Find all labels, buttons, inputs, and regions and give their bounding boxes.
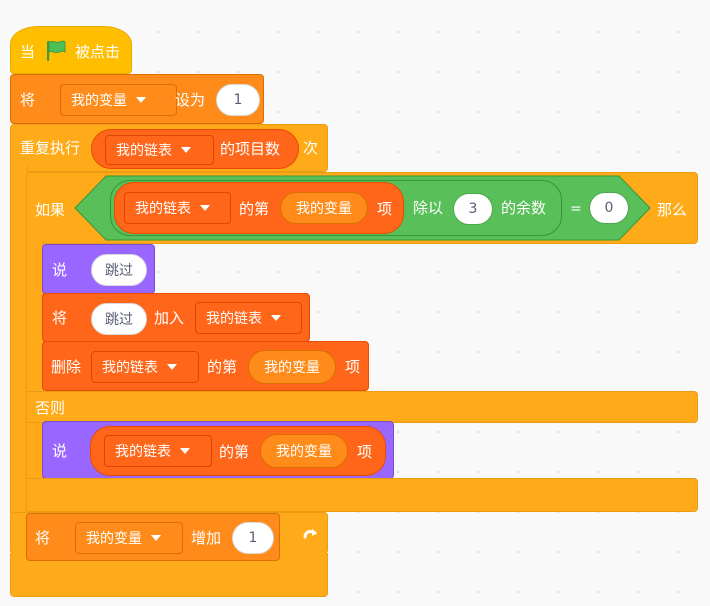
chevron-down-icon <box>151 535 161 541</box>
divisor-input[interactable]: 3 <box>453 193 493 225</box>
repeat-block[interactable]: 重复执行 我的链表 的项目数 次 <box>10 124 328 172</box>
change-variable-name: 我的变量 <box>86 531 142 547</box>
equals-sign: = <box>570 201 582 217</box>
add-list-name: 我的链表 <box>206 311 262 327</box>
item-list-name: 我的链表 <box>135 201 191 217</box>
list-length-reporter[interactable]: 我的链表 的项目数 <box>91 129 299 169</box>
add-item-input[interactable]: 跳过 <box>91 303 147 335</box>
say-text-input[interactable]: 跳过 <box>91 254 147 286</box>
delete-item-block[interactable]: 删除 我的链表 的第 我的变量 项 <box>42 341 369 391</box>
chevron-down-icon <box>180 448 190 454</box>
green-flag-icon <box>44 39 68 63</box>
change-verb: 将 <box>35 529 51 547</box>
divide-label: 除以 <box>413 199 444 217</box>
change-variable-dropdown[interactable]: 我的变量 <box>75 522 183 554</box>
delete-index-variable-reporter[interactable]: 我的变量 <box>248 350 336 384</box>
chevron-down-icon <box>271 315 281 321</box>
set-value-input[interactable]: 1 <box>216 84 260 116</box>
length-label: 的项目数 <box>220 140 281 158</box>
say-item-label: 项 <box>357 443 373 461</box>
delete-item-label: 项 <box>345 358 361 376</box>
then-label: 那么 <box>657 201 688 219</box>
say-item-of-label: 的第 <box>219 443 250 461</box>
set-variable-dropdown[interactable]: 我的变量 <box>60 84 177 116</box>
say-list-dropdown[interactable]: 我的链表 <box>104 435 212 467</box>
else-section: 否则 <box>26 391 698 423</box>
set-variable-name: 我的变量 <box>71 93 127 109</box>
remainder-label: 的余数 <box>501 199 547 217</box>
item-of-list-reporter[interactable]: 我的链表 的第 我的变量 项 <box>114 182 404 234</box>
say-item-of-list-reporter[interactable]: 我的链表 的第 我的变量 项 <box>90 426 386 476</box>
chevron-down-icon <box>167 364 177 370</box>
item-label: 项 <box>377 200 393 218</box>
delete-item-of-label: 的第 <box>207 358 238 376</box>
hat-prefix: 当 <box>20 43 36 61</box>
add-list-dropdown[interactable]: 我的链表 <box>195 302 302 334</box>
chevron-down-icon <box>181 147 191 153</box>
if-label: 如果 <box>35 201 66 219</box>
change-by-label: 增加 <box>191 529 222 547</box>
say-verb: 说 <box>52 261 68 279</box>
say-skip-block[interactable]: 说 跳过 <box>42 244 155 294</box>
add-label: 加入 <box>154 309 185 327</box>
chevron-down-icon <box>136 97 146 103</box>
else-label: 否则 <box>35 399 66 417</box>
hat-suffix: 被点击 <box>75 43 121 61</box>
when-flag-clicked-block[interactable]: 当 被点击 <box>10 26 132 74</box>
set-to-label: 设为 <box>175 91 206 109</box>
compare-value-input[interactable]: 0 <box>589 192 629 224</box>
say-item-block[interactable]: 说 我的链表 的第 我的变量 项 <box>42 421 394 479</box>
length-list-name: 我的链表 <box>116 143 172 159</box>
say-item-verb: 说 <box>52 442 68 460</box>
chevron-down-icon <box>200 205 210 211</box>
length-list-dropdown[interactable]: 我的链表 <box>105 135 214 165</box>
if-else-footer <box>26 478 698 512</box>
say-index-variable-reporter[interactable]: 我的变量 <box>260 434 348 468</box>
item-list-dropdown[interactable]: 我的链表 <box>124 192 231 224</box>
set-verb: 将 <box>20 91 36 109</box>
loop-arrow-icon <box>301 525 321 545</box>
say-list-name: 我的链表 <box>115 444 171 460</box>
delete-verb: 删除 <box>51 358 82 376</box>
change-value-input[interactable]: 1 <box>232 522 274 554</box>
delete-list-name: 我的链表 <box>102 360 158 376</box>
add-verb: 将 <box>52 309 68 327</box>
delete-list-dropdown[interactable]: 我的链表 <box>91 351 199 383</box>
change-variable-block[interactable]: 将 我的变量 增加 1 <box>26 513 280 561</box>
add-to-list-block[interactable]: 将 跳过 加入 我的链表 <box>42 293 310 342</box>
index-variable-reporter[interactable]: 我的变量 <box>280 192 368 224</box>
times-label: 次 <box>303 139 319 157</box>
repeat-label: 重复执行 <box>20 139 81 157</box>
set-variable-block[interactable]: 将 我的变量 设为 1 <box>10 74 264 124</box>
item-of-label: 的第 <box>239 200 270 218</box>
